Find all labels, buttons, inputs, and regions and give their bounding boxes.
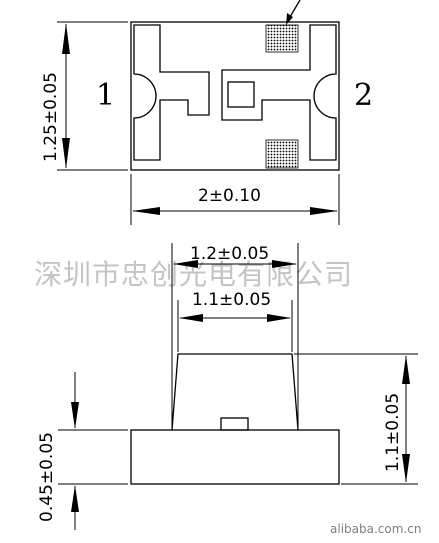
source-watermark: alibaba.com.cn (330, 522, 421, 536)
dim-chip-height: 1.25±0.05 (41, 21, 128, 171)
dim-chip-height-label: 1.25±0.05 (41, 72, 61, 162)
right-electrode (221, 24, 337, 161)
chip-outline (130, 21, 340, 171)
dim-lens-inner-width-label: 1.1±0.05 (192, 290, 271, 310)
dim-lens-inner-width: 1.1±0.05 (177, 290, 293, 352)
pin-label-left: 1 (96, 78, 115, 113)
left-electrode (133, 24, 210, 161)
polarity-mark-bottom (265, 139, 299, 169)
side-view: 1.2±0.05 1.1±0.05 0.45±0.05 (37, 243, 418, 530)
led-chip (220, 417, 249, 431)
dim-total-height: 1.1±0.05 (294, 353, 418, 485)
pin-label-right: 2 (354, 78, 373, 113)
top-view: 1 2 1.25±0.05 2±0.10 (41, 0, 373, 225)
package-base (130, 429, 340, 485)
die-pad (227, 81, 255, 108)
dim-lens-outer-width: 1.2±0.05 (171, 243, 299, 428)
dim-chip-width: 2±0.10 (130, 174, 340, 225)
lens-dome (171, 353, 299, 431)
dim-base-height-label: 0.45±0.05 (37, 432, 57, 522)
dim-total-height-label: 1.1±0.05 (383, 393, 403, 472)
mark-pointer-arrowhead (286, 13, 293, 25)
dim-lens-outer-width-label: 1.2±0.05 (190, 244, 269, 264)
dim-chip-width-label: 2±0.10 (198, 186, 261, 206)
polarity-mark-top (265, 24, 299, 53)
dim-base-height: 0.45±0.05 (37, 372, 128, 530)
